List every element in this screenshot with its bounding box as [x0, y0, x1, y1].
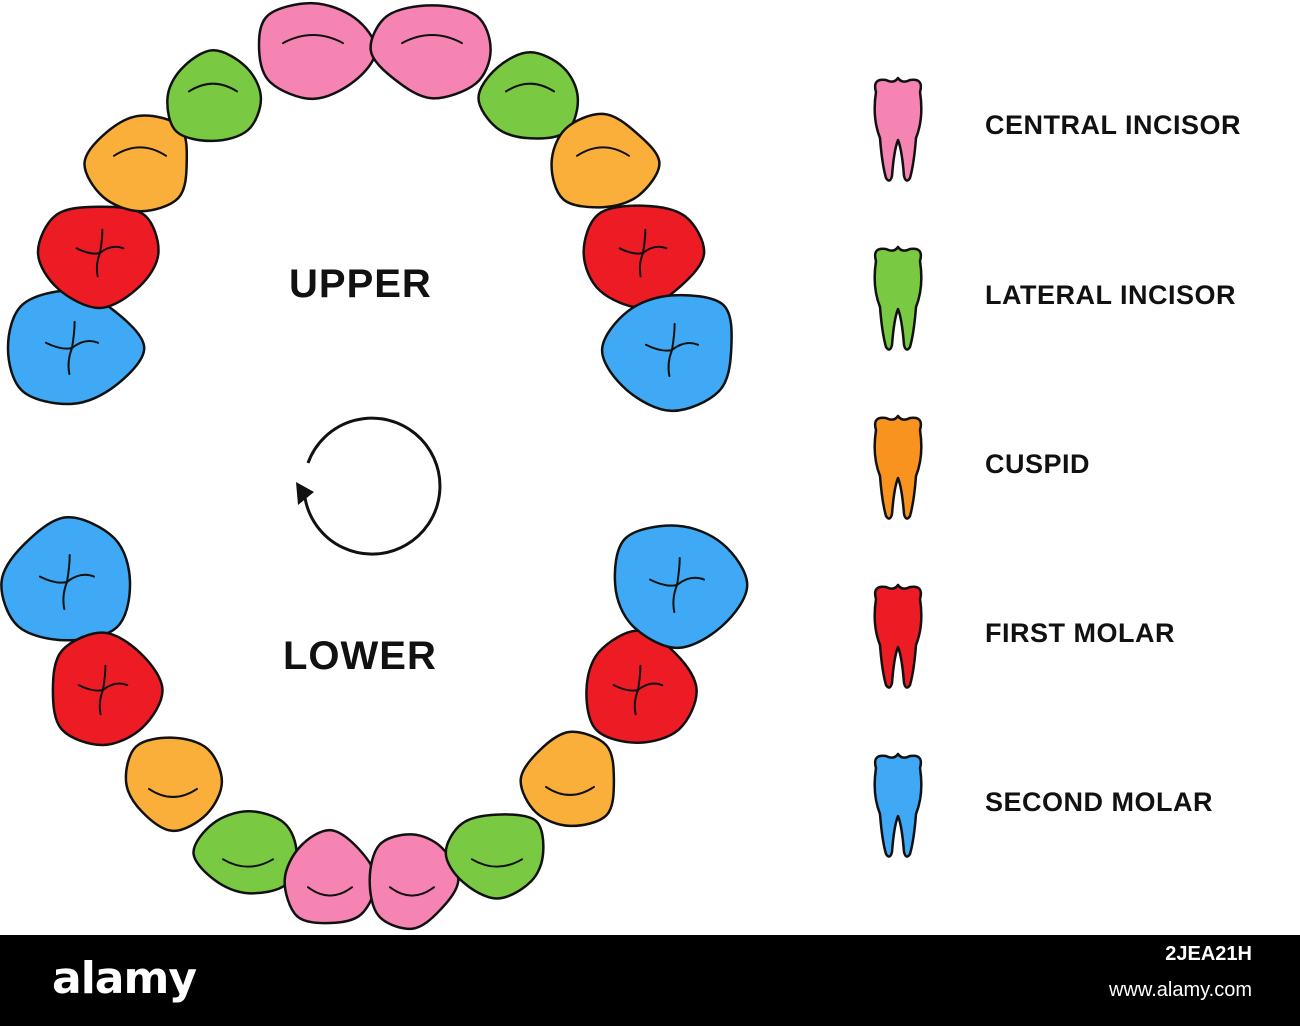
tooth-second-molar [0, 516, 132, 642]
rotate-arrow-icon [296, 416, 442, 556]
tooth-lateral-incisor [192, 810, 298, 895]
tooth-cuspid [83, 114, 189, 213]
legend-label-lateral-incisor: LATERAL INCISOR [985, 280, 1237, 310]
tooth-cuspid [519, 730, 616, 828]
tooth-second-molar [613, 524, 749, 650]
legend-tooth-icon-second-molar [873, 752, 923, 858]
tooth-first-molar [582, 204, 706, 309]
teeth-arches [0, 1, 749, 931]
legend-tooth-icon-cuspid [873, 414, 923, 520]
teeth-diagram [0, 1, 923, 931]
image-id: 2JEA21H [1165, 943, 1252, 965]
tooth-second-molar [600, 293, 733, 413]
legend-tooth-icon-first-molar [873, 583, 923, 689]
footer-bar: alamy 2JEA21H www.alamy.com [0, 935, 1300, 1026]
tooth-first-molar [51, 631, 164, 747]
tooth-central-incisor [257, 1, 378, 101]
legend-tooth-icon-central-incisor [873, 76, 923, 182]
tooth-cuspid [124, 736, 224, 833]
legend-label-central-incisor: CENTRAL INCISOR [985, 110, 1242, 140]
tooth-central-incisor [368, 833, 460, 931]
tooth-lateral-incisor [444, 813, 545, 900]
legend-icons [873, 76, 923, 858]
site-url: www.alamy.com [1109, 979, 1252, 1001]
tooth-second-molar [6, 289, 146, 406]
tooth-cuspid [550, 112, 661, 209]
tooth-lateral-incisor [477, 51, 580, 140]
tooth-central-incisor [369, 4, 492, 100]
upper-jaw-label: UPPER [289, 262, 432, 306]
brand-logo: alamy [52, 953, 197, 1004]
tooth-central-incisor [283, 828, 378, 925]
tooth-lateral-incisor [166, 49, 263, 143]
legend-label-second-molar: SECOND MOLAR [985, 787, 1213, 817]
lower-jaw-label: LOWER [283, 634, 437, 678]
legend-tooth-icon-lateral-incisor [873, 245, 923, 351]
legend-label-cuspid: CUSPID [985, 449, 1091, 479]
legend-label-first-molar: FIRST MOLAR [985, 618, 1175, 648]
